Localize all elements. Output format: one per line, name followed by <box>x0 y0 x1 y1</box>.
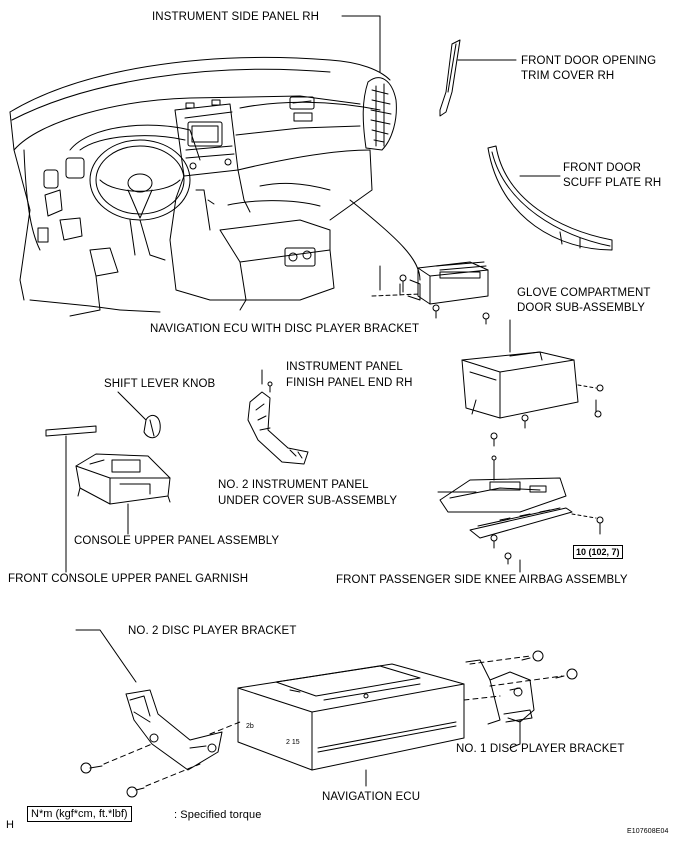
label-front-door-scuff-plate-line1: FRONT DOOR <box>563 162 642 174</box>
figure-code: E107608E04 <box>627 828 669 835</box>
label-shift-lever-knob: SHIFT LEVER KNOB <box>104 378 216 390</box>
dashboard-interior <box>9 56 421 317</box>
ecu-marking-left: 2b <box>246 723 254 730</box>
label-no2-disc-player-bracket: NO. 2 DISC PLAYER BRACKET <box>128 625 297 637</box>
label-instrument-panel-finish-line2: FINISH PANEL END RH <box>286 377 413 389</box>
label-front-door-opening-trim-cover-line2: TRIM COVER RH <box>521 70 615 82</box>
glove-compartment-door <box>461 319 604 447</box>
front-door-opening-trim-cover <box>439 39 517 117</box>
label-front-console-garnish: FRONT CONSOLE UPPER PANEL GARNISH <box>8 573 249 585</box>
legend-description: : Specified torque <box>174 809 262 821</box>
navigation-ecu-small <box>371 261 490 325</box>
front-console-garnish <box>45 425 97 573</box>
torque-spec-box: 10 (102, 7) <box>573 545 623 559</box>
label-no2-under-cover-line2: UNDER COVER SUB-ASSEMBLY <box>218 495 398 507</box>
no2-disc-bracket <box>75 629 241 798</box>
console-upper-panel <box>75 453 171 535</box>
label-knee-airbag: FRONT PASSENGER SIDE KNEE AIRBAG ASSEMBL… <box>336 574 628 586</box>
shift-lever-knob <box>117 391 161 439</box>
label-console-upper-panel: CONSOLE UPPER PANEL ASSEMBLY <box>74 535 280 547</box>
ecu-marking-mid: 2 15 <box>286 739 300 746</box>
front-door-scuff-plate <box>487 145 613 251</box>
legend-unit-box: N*m (kgf*cm, ft.*lbf) <box>27 806 132 822</box>
instrument-panel-finish-end <box>247 369 309 465</box>
label-glove-compartment-line1: GLOVE COMPARTMENT <box>517 287 651 299</box>
label-front-door-scuff-plate-line2: SCUFF PLATE RH <box>563 177 662 189</box>
label-no1-disc-player-bracket: NO. 1 DISC PLAYER BRACKET <box>456 743 625 755</box>
label-instrument-panel-finish-line1: INSTRUMENT PANEL <box>286 361 403 373</box>
knee-airbag <box>469 507 604 573</box>
instrument-side-panel-rh <box>341 15 397 151</box>
label-navigation-ecu-with-bracket: NAVIGATION ECU WITH DISC PLAYER BRACKET <box>150 323 420 335</box>
label-navigation-ecu: NAVIGATION ECU <box>322 791 421 803</box>
figure-letter: H <box>6 819 15 831</box>
no1-disc-bracket <box>463 650 578 749</box>
label-front-door-opening-trim-cover-line1: FRONT DOOR OPENING <box>521 55 657 67</box>
label-no2-under-cover-line1: NO. 2 INSTRUMENT PANEL <box>218 479 369 491</box>
label-instrument-side-panel-rh: INSTRUMENT SIDE PANEL RH <box>152 11 320 23</box>
no2-under-cover <box>437 455 567 513</box>
label-glove-compartment-line2: DOOR SUB-ASSEMBLY <box>517 302 646 314</box>
navigation-ecu-large <box>237 663 465 787</box>
